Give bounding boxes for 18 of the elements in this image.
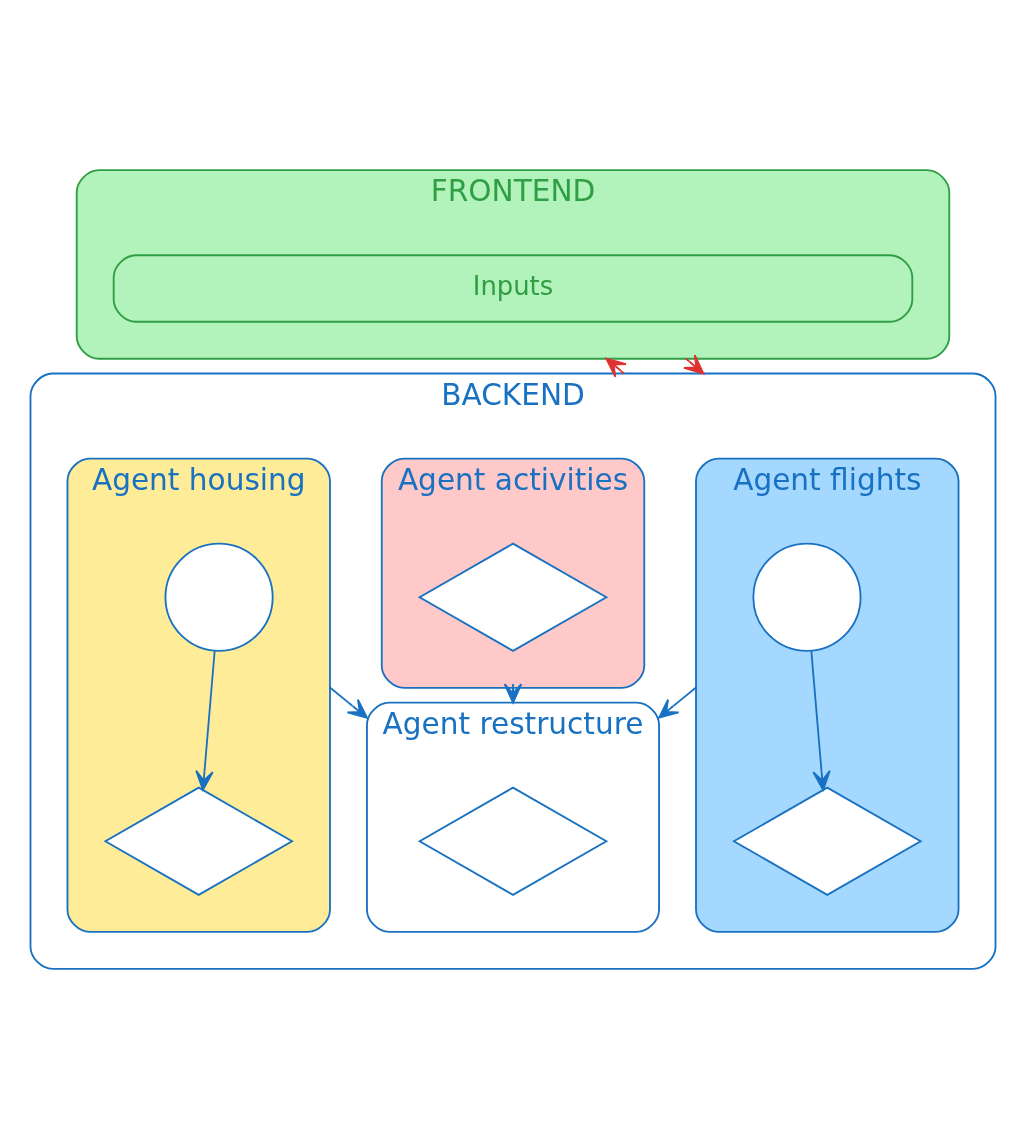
arrow [658, 686, 697, 719]
cluster: Agent restructure [366, 701, 660, 933]
node-circle [752, 542, 862, 652]
arrow [503, 682, 523, 704]
node-diamond [417, 786, 609, 896]
cluster: Agent housing [66, 457, 331, 933]
node-diamond [732, 786, 923, 896]
cluster: Agent activities [380, 457, 646, 689]
cluster: Agent flights [695, 457, 960, 933]
node-box: Inputs [112, 253, 914, 323]
arrow [329, 686, 368, 719]
node-diamond [103, 786, 294, 896]
node-circle [164, 542, 274, 652]
node-diamond [417, 542, 609, 652]
arrow [683, 353, 705, 374]
arrow [810, 649, 831, 791]
arrow [605, 357, 627, 378]
arrow [195, 649, 216, 791]
